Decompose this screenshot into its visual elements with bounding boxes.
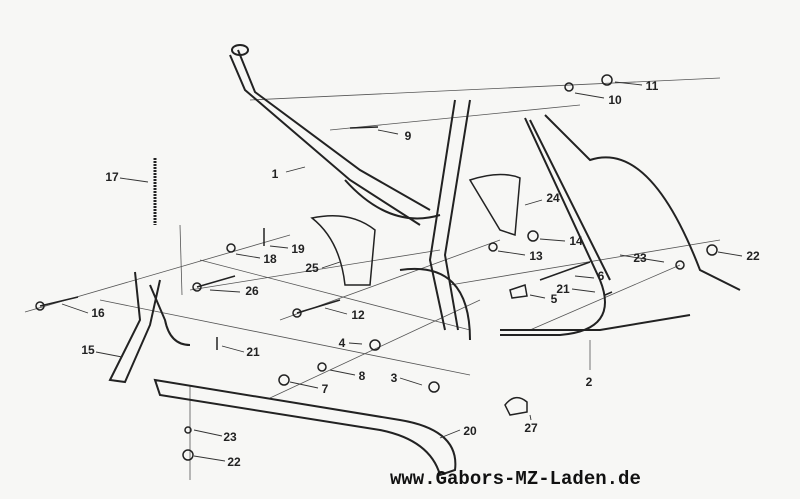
callout-8: 8 (358, 369, 366, 383)
plate-25 (310, 215, 376, 286)
callout-16: 16 (91, 306, 105, 320)
callout-11: 11 (645, 79, 659, 93)
callout-3: 3 (390, 371, 398, 385)
callout-22-left: 22 (227, 455, 241, 469)
callout-19: 19 (291, 242, 305, 256)
callout-4: 4 (338, 336, 346, 350)
callout-20: 20 (463, 424, 477, 438)
rear-frame (500, 114, 741, 336)
callout-26: 26 (245, 284, 259, 298)
stand (108, 271, 191, 384)
callout-27: 27 (524, 421, 538, 435)
callout-9: 9 (404, 129, 412, 143)
main-frame (229, 44, 471, 341)
callout-10: 10 (608, 93, 622, 107)
fasteners (35, 74, 718, 461)
callout-5: 5 (550, 292, 558, 306)
callout-14: 14 (569, 234, 583, 248)
callout-12: 12 (351, 308, 365, 322)
callout-23-right: 23 (633, 251, 647, 265)
callout-1: 1 (271, 167, 279, 181)
website-link[interactable]: www.Gabors-MZ-Laden.de (390, 468, 641, 490)
plate-24 (468, 173, 521, 237)
callout-15: 15 (81, 343, 95, 357)
callout-7: 7 (321, 382, 329, 396)
callout-17: 17 (105, 170, 119, 184)
callout-6: 6 (597, 269, 605, 283)
callout-21-left: 21 (246, 345, 260, 359)
callout-leaders (61, 81, 743, 462)
callout-24: 24 (546, 191, 560, 205)
assembly-lines (24, 77, 721, 480)
callout-23-left: 23 (223, 430, 237, 444)
callout-18: 18 (263, 252, 277, 266)
callout-13: 13 (529, 249, 543, 263)
chain-guard (153, 378, 457, 477)
callout-2: 2 (585, 375, 593, 389)
callout-22-right: 22 (746, 249, 760, 263)
callout-21-right: 21 (556, 282, 570, 296)
callout-25: 25 (305, 261, 319, 275)
